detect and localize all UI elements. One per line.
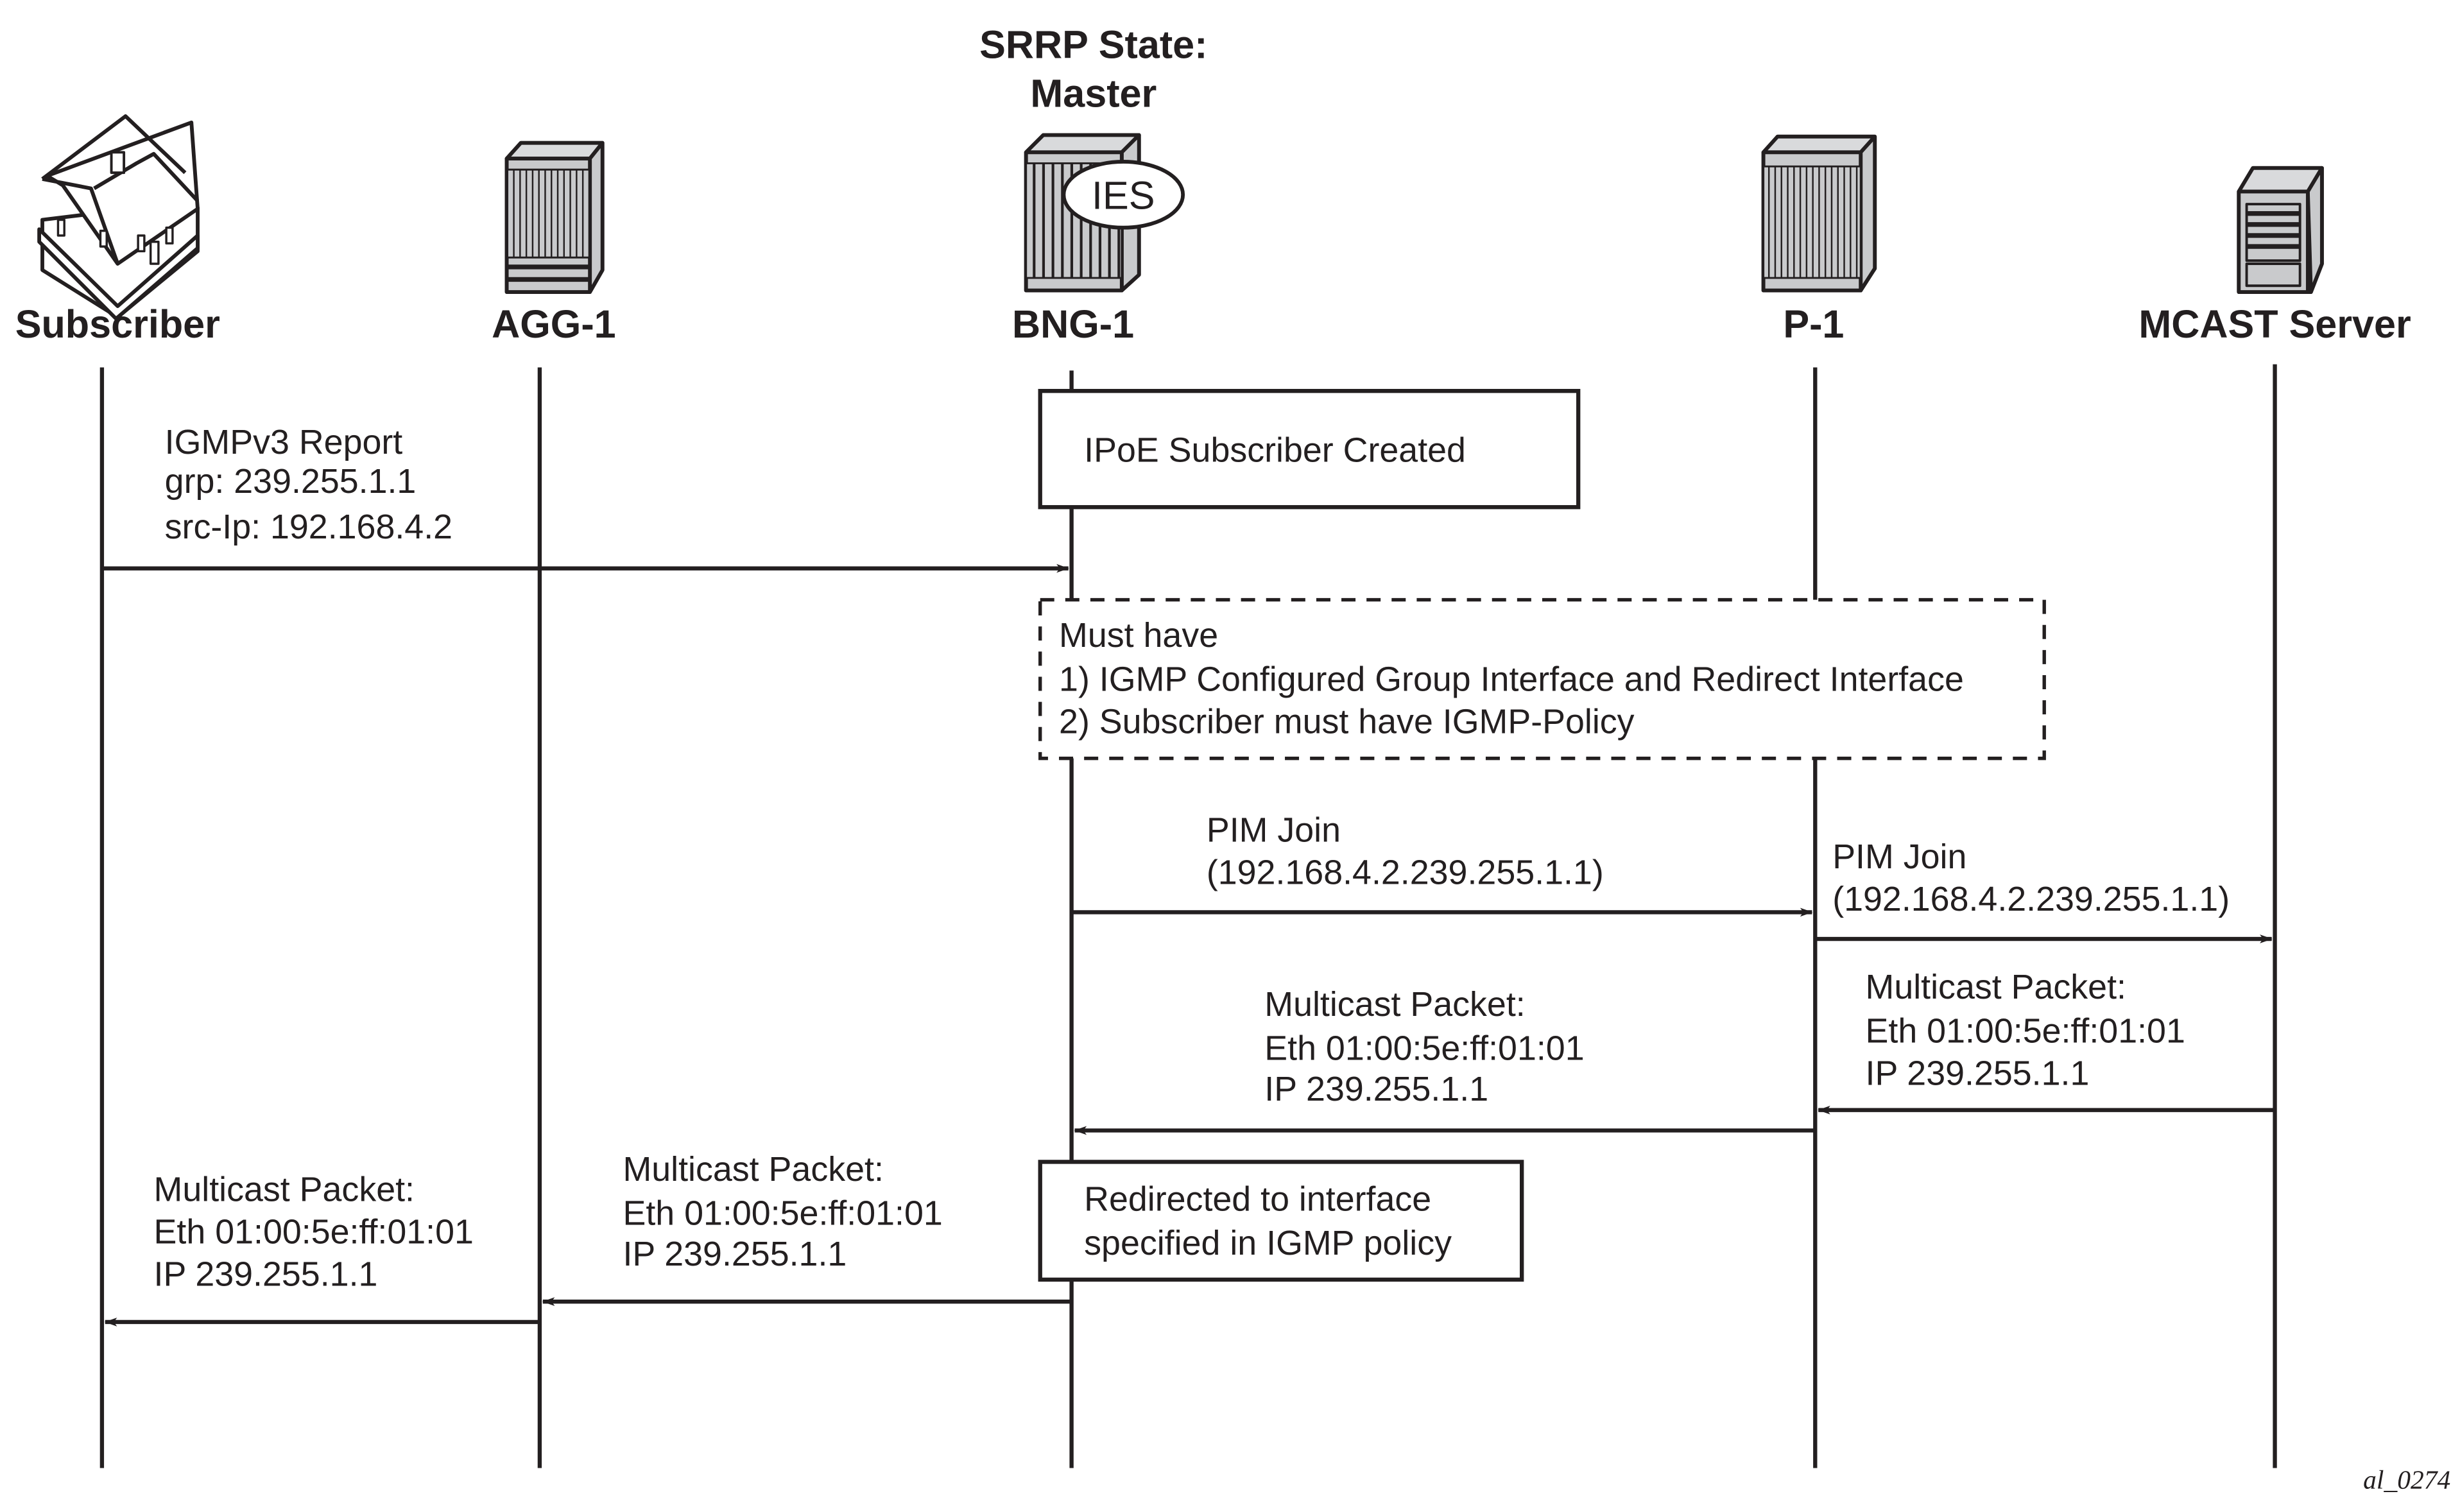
node-label-bng1: BNG-1 xyxy=(1012,302,1134,346)
svg-text:IP 239.255.1.1: IP 239.255.1.1 xyxy=(623,1235,847,1273)
svg-text:Multicast Packet:: Multicast Packet: xyxy=(1264,985,1525,1024)
svg-text:PIM Join: PIM Join xyxy=(1207,811,1341,849)
svg-text:IGMPv3 Report: IGMPv3 Report xyxy=(165,423,403,461)
redirect-note: Redirected to interface specified in IGM… xyxy=(1038,1160,1524,1282)
requirements-note: Must have 1) IGMP Configured Group Inter… xyxy=(1038,597,2046,760)
message-igmp-report: IGMPv3 Report grp: 239.255.1.1 src-Ip: 1… xyxy=(101,423,1069,573)
svg-text:1) IGMP Configured Group Inter: 1) IGMP Configured Group Interface and R… xyxy=(1059,660,1964,698)
svg-text:IP 239.255.1.1: IP 239.255.1.1 xyxy=(1866,1054,2090,1093)
message-pim-join-2: PIM Join (192.168.4.2.239.255.1.1) xyxy=(1815,838,2273,943)
message-mcast-packet-3: Multicast Packet: Eth 01:00:5e:ff:01:01 … xyxy=(542,1150,1072,1307)
node-label-p1: P-1 xyxy=(1783,302,1844,346)
message-mcast-packet-1: Multicast Packet: Eth 01:00:5e:ff:01:01 … xyxy=(1818,968,2275,1115)
svg-text:Must have: Must have xyxy=(1059,616,1218,655)
figure-id: al_0274 xyxy=(2363,1465,2450,1494)
house-icon xyxy=(37,114,236,321)
svg-text:specified in IGMP policy: specified in IGMP policy xyxy=(1084,1224,1452,1262)
message-mcast-packet-2: Multicast Packet: Eth 01:00:5e:ff:01:01 … xyxy=(1074,985,1816,1135)
svg-text:src-Ip: 192.168.4.2: src-Ip: 192.168.4.2 xyxy=(165,508,452,546)
ipoe-created-note: IPoE Subscriber Created xyxy=(1038,389,1581,510)
svg-text:Redirected to interface: Redirected to interface xyxy=(1084,1180,1431,1218)
ies-badge: IES xyxy=(1062,160,1185,230)
svg-text:Eth 01:00:5e:ff:01:01: Eth 01:00:5e:ff:01:01 xyxy=(154,1213,474,1251)
node-label-subscriber: Subscriber xyxy=(15,302,220,346)
svg-text:Multicast Packet:: Multicast Packet: xyxy=(1866,968,2126,1006)
node-label-mcast: MCAST Server xyxy=(2138,302,2411,346)
router-chassis-icon xyxy=(1761,134,1877,293)
svg-text:(192.168.4.2.239.255.1.1): (192.168.4.2.239.255.1.1) xyxy=(1832,880,2230,918)
svg-text:PIM Join: PIM Join xyxy=(1832,838,1966,876)
server-icon xyxy=(2237,166,2324,294)
svg-text:IP 239.255.1.1: IP 239.255.1.1 xyxy=(154,1255,378,1294)
svg-text:IPoE Subscriber Created: IPoE Subscriber Created xyxy=(1084,431,1466,469)
svg-text:IP 239.255.1.1: IP 239.255.1.1 xyxy=(1264,1070,1488,1108)
node-label-agg1: AGG-1 xyxy=(492,302,616,346)
svg-text:Eth 01:00:5e:ff:01:01: Eth 01:00:5e:ff:01:01 xyxy=(1264,1029,1584,1067)
srrp-state-label: SRRP State: xyxy=(979,22,1207,66)
svg-text:Multicast Packet:: Multicast Packet: xyxy=(623,1150,883,1189)
svg-text:Multicast Packet:: Multicast Packet: xyxy=(154,1171,415,1209)
svg-text:2) Subscriber must have IGMP-P: 2) Subscriber must have IGMP-Policy xyxy=(1059,703,1635,741)
svg-text:grp: 239.255.1.1: grp: 239.255.1.1 xyxy=(165,462,417,501)
message-mcast-packet-4: Multicast Packet: Eth 01:00:5e:ff:01:01 … xyxy=(104,1171,540,1327)
svg-text:(192.168.4.2.239.255.1.1): (192.168.4.2.239.255.1.1) xyxy=(1207,853,1604,891)
srrp-state-value: Master xyxy=(1030,71,1157,115)
switch-chassis-icon xyxy=(504,141,605,294)
svg-text:Eth 01:00:5e:ff:01:01: Eth 01:00:5e:ff:01:01 xyxy=(623,1194,942,1232)
message-pim-join-1: PIM Join (192.168.4.2.239.255.1.1) xyxy=(1071,811,1813,917)
svg-text:Eth 01:00:5e:ff:01:01: Eth 01:00:5e:ff:01:01 xyxy=(1866,1011,2185,1050)
svg-text:IES: IES xyxy=(1092,173,1155,217)
